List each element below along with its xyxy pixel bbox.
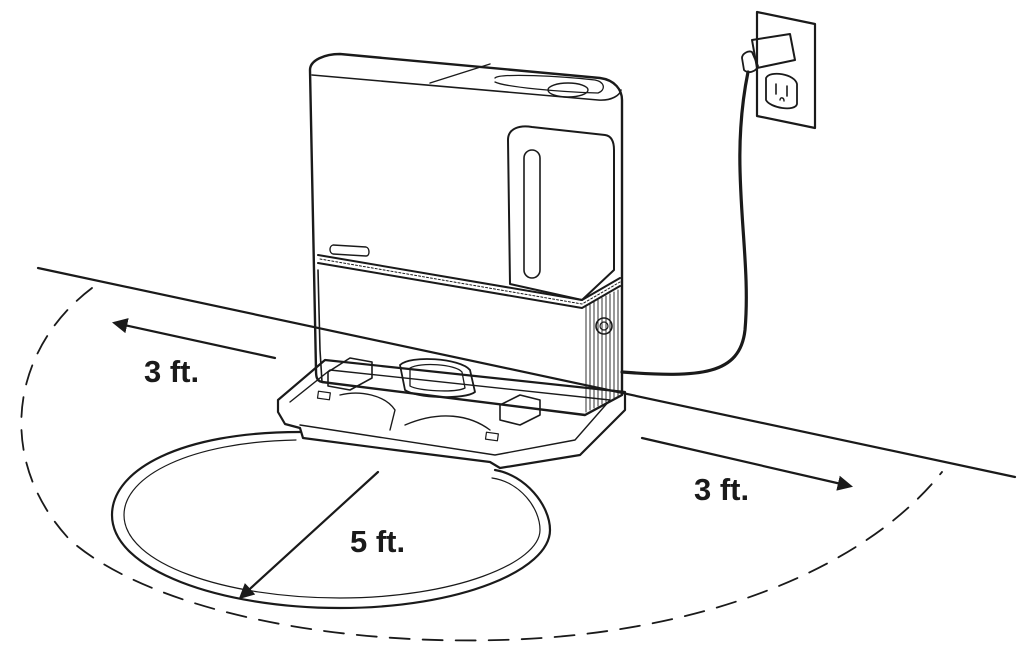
dock-tower [308,52,624,417]
docking-pad-inner [123,439,541,599]
power-plug-icon [741,33,796,73]
wall-floor-line [36,266,1017,479]
dock-base-tray [276,357,627,470]
right-clearance-arrow [640,436,854,491]
right-clearance-label: 3 ft. [694,472,749,507]
left-clearance-label: 3 ft. [144,354,199,389]
left-clearance-arrow [111,318,277,360]
wall-outlet-icon [755,10,817,130]
front-clearance-arrow [238,470,380,600]
front-clearance-label: 5 ft. [350,524,405,559]
docking-pad [110,430,552,610]
clearance-zone-dashed [20,287,943,642]
power-cord [620,70,750,376]
